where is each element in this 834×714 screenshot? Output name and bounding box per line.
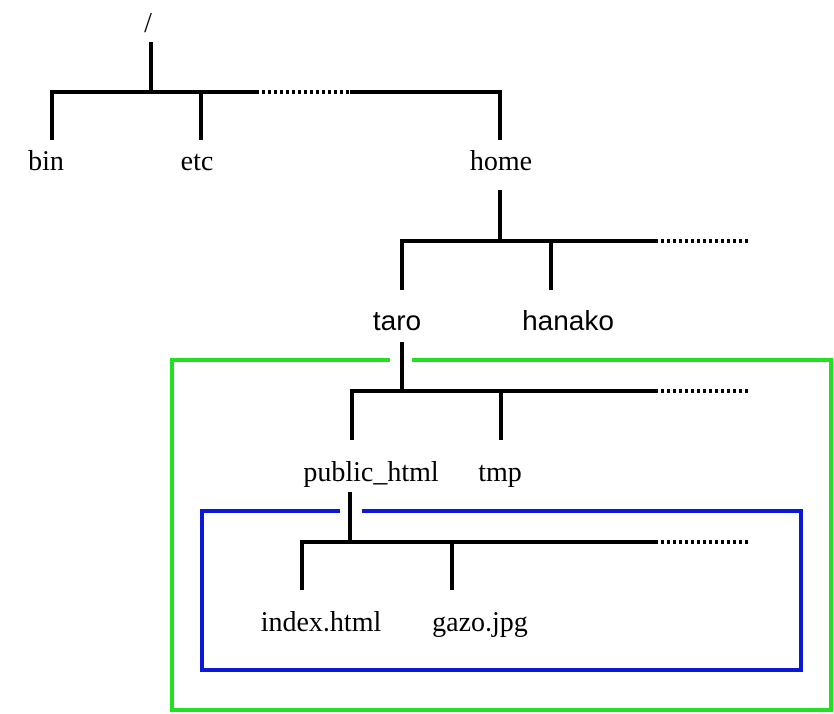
root-connectors <box>50 42 502 140</box>
gazo-jpg-label: gazo.jpg <box>432 607 528 638</box>
index-html-label: index.html <box>261 607 382 638</box>
root-label: / <box>144 8 152 39</box>
public-html-scope-box <box>200 509 803 672</box>
public-html-connectors <box>300 492 750 590</box>
tmp-label: tmp <box>478 457 522 488</box>
home-label: home <box>470 146 532 177</box>
public-html-label: public_html <box>303 457 439 488</box>
home-connectors <box>400 190 750 290</box>
hanako-label: hanako <box>522 305 614 336</box>
bin-label: bin <box>28 146 64 177</box>
taro-scope-box <box>170 358 833 712</box>
etc-label: etc <box>181 146 214 177</box>
taro-label: taro <box>373 305 421 336</box>
taro-connectors <box>350 342 750 440</box>
